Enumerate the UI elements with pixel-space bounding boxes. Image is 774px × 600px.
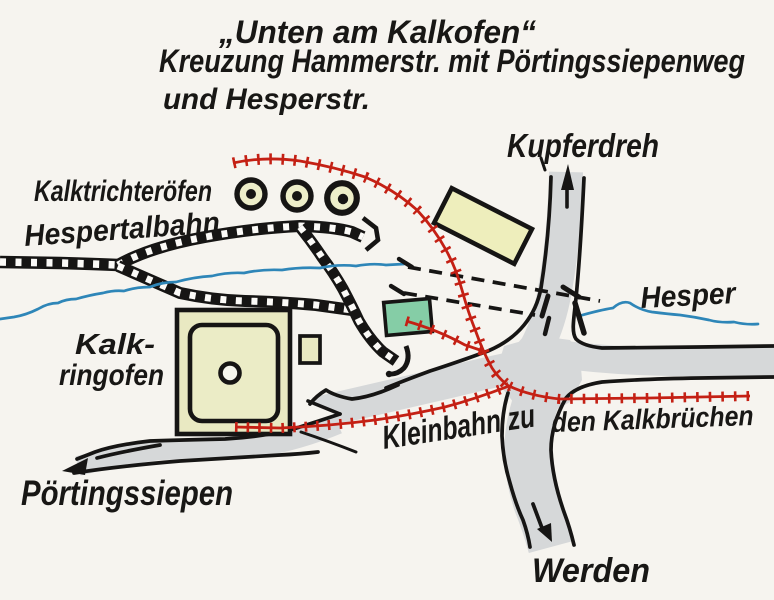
svg-text:Hesper: Hesper [640,277,739,315]
svg-text:Kreuzung Hammerstr. mit Pörtin: Kreuzung Hammerstr. mit Pörtingssiepenwe… [159,43,745,79]
svg-text:Werden: Werden [532,552,650,590]
svg-text:den Kalkbrüchen: den Kalkbrüchen [551,400,754,438]
svg-text:„Unten am Kalkofen“: „Unten am Kalkofen“ [218,14,536,50]
svg-text:ringofen: ringofen [59,359,164,392]
svg-text:und Hesperstr.: und Hesperstr. [163,83,370,116]
svg-text:Kalk-: Kalk- [75,329,155,361]
svg-text:Pörtingssiepen: Pörtingssiepen [21,474,233,513]
svg-text:Kalktrichteröfen: Kalktrichteröfen [34,175,212,208]
svg-text:Kupferdreh: Kupferdreh [507,127,659,164]
